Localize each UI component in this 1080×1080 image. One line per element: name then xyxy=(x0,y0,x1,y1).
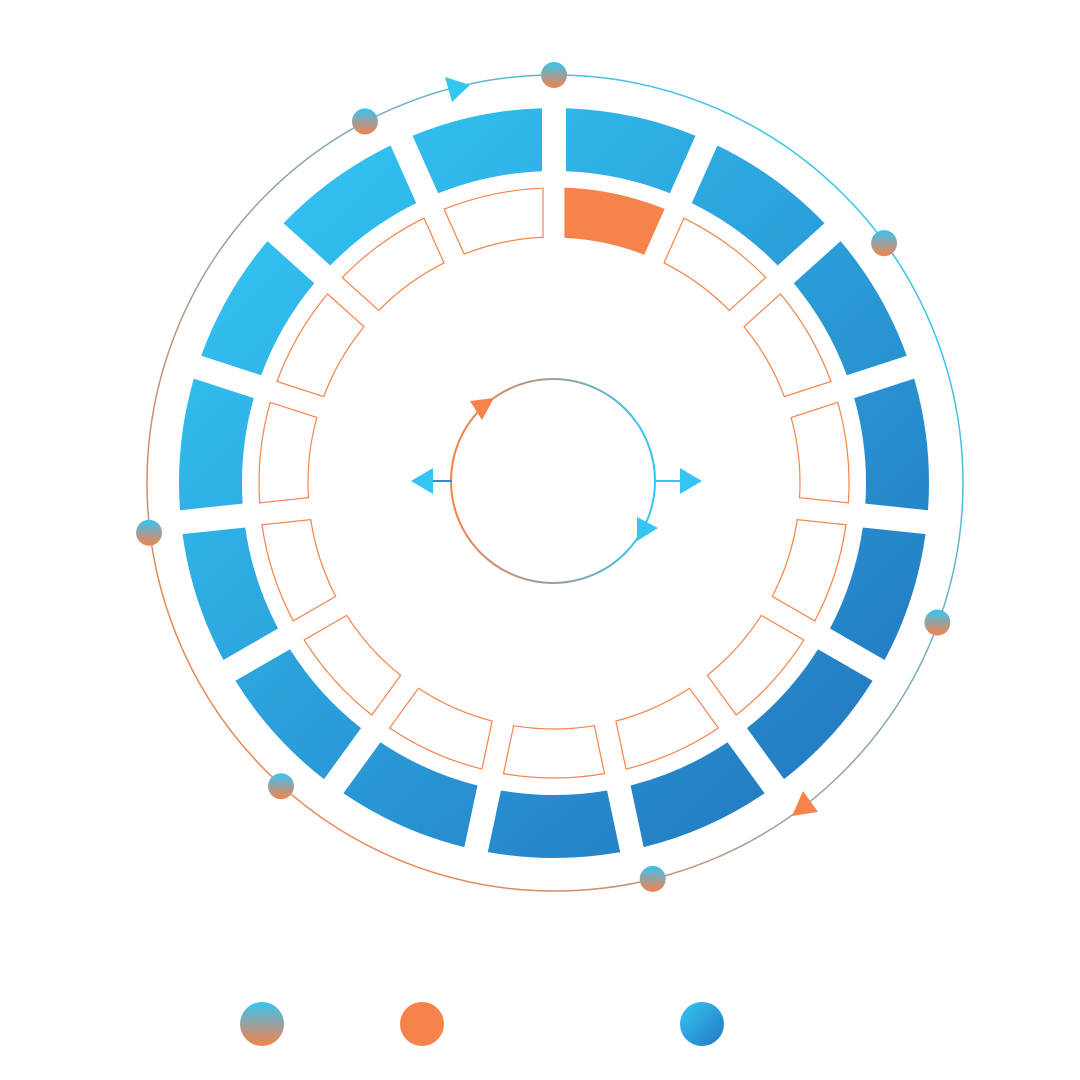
center-arrow-orange-icon xyxy=(470,398,494,420)
legend-swatch-gradient-blue-orange xyxy=(240,1002,284,1046)
inner-segment xyxy=(502,724,606,779)
outer-cycle-ring xyxy=(146,74,964,892)
outer-segment xyxy=(746,649,873,780)
outer-segment xyxy=(854,378,930,511)
outer-segment xyxy=(691,145,825,266)
ring-marker-dot xyxy=(267,773,294,800)
ring-marker-dot xyxy=(351,108,378,135)
outer-segment-ring xyxy=(178,108,930,858)
inner-segment xyxy=(388,687,493,770)
legend xyxy=(240,1002,724,1046)
arrow-head-orange-icon xyxy=(792,791,818,816)
outer-segment xyxy=(487,790,621,858)
outer-segment xyxy=(283,145,417,266)
outer-segment xyxy=(412,108,543,194)
outer-segment xyxy=(630,742,765,848)
inner-segment xyxy=(706,614,805,716)
inner-segment-ring xyxy=(258,187,850,779)
inner-segment xyxy=(258,401,318,504)
center-cycle xyxy=(411,378,702,584)
outer-segment xyxy=(829,527,926,661)
inner-segment xyxy=(443,187,544,255)
inner-segment-highlighted xyxy=(564,187,665,255)
inner-segment xyxy=(276,293,365,398)
ring-marker-dot xyxy=(871,230,898,257)
ring-marker-dot xyxy=(136,519,163,546)
right-arrow-icon xyxy=(680,468,702,494)
legend-swatch-orange xyxy=(400,1002,444,1046)
arrow-head-blue-icon xyxy=(445,77,470,102)
inner-segment xyxy=(663,217,767,312)
outer-segment xyxy=(343,742,478,848)
inner-segment xyxy=(303,614,402,716)
inner-segment xyxy=(743,293,832,398)
left-arrow-icon xyxy=(411,468,433,494)
inner-segment xyxy=(261,518,337,622)
outer-segment xyxy=(201,241,315,376)
legend-swatch-blue xyxy=(680,1002,724,1046)
outer-segment xyxy=(182,527,279,661)
inner-segment xyxy=(790,401,850,504)
ring-marker-dot xyxy=(924,609,951,636)
outer-segment xyxy=(565,108,696,194)
ring-markers xyxy=(136,62,951,892)
outer-segment xyxy=(235,649,362,780)
center-arrow-blue-icon xyxy=(637,517,658,541)
inner-segment xyxy=(771,518,847,622)
outer-segment xyxy=(793,241,907,376)
ring-marker-dot xyxy=(639,865,666,892)
inner-segment xyxy=(615,687,720,770)
ring-marker-dot xyxy=(541,62,567,88)
outer-segment xyxy=(178,378,254,511)
inner-segment xyxy=(341,217,445,312)
